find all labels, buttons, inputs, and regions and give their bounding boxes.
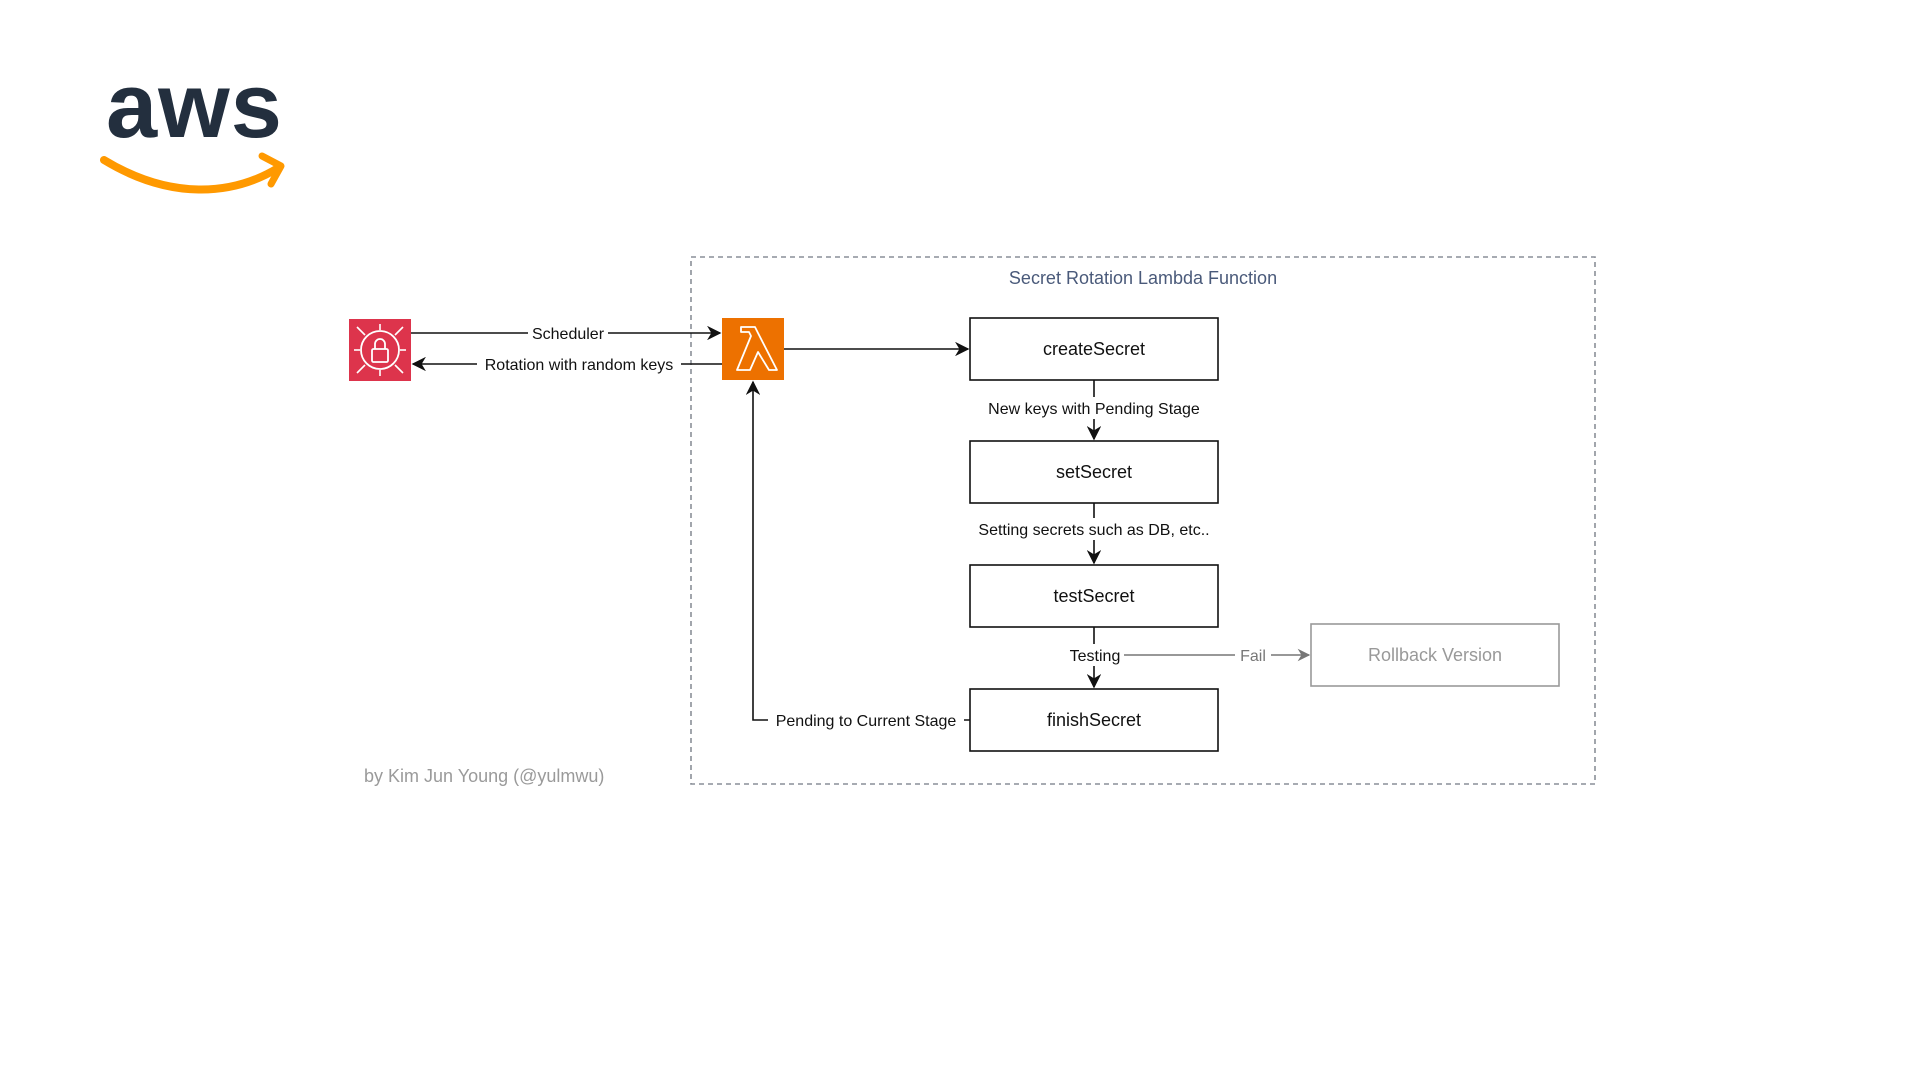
lambda-icon <box>722 318 784 380</box>
scheduler-label: Scheduler <box>532 326 605 343</box>
test-secret-label: testSecret <box>1053 586 1134 606</box>
lambda-function-container <box>690 256 1596 785</box>
aws-smile-icon <box>100 156 282 194</box>
author-credit: by Kim Jun Young (@yulmwu) <box>364 766 604 786</box>
aws-smile-arrow-icon <box>258 152 285 188</box>
finish-secret-box <box>969 688 1219 752</box>
finish-to-lambda-label-bg <box>768 710 964 730</box>
create-to-set-label: New keys with Pending Stage <box>988 401 1200 418</box>
create-to-set-label-bg <box>976 397 1212 419</box>
rollback-version-label: Rollback Version <box>1368 645 1502 665</box>
aws-logo: aws <box>100 55 285 194</box>
finish-to-lambda-arrow <box>745 380 970 721</box>
create-secret-box <box>969 317 1219 381</box>
finish-to-lambda-label: Pending to Current Stage <box>776 713 957 730</box>
container-title: Secret Rotation Lambda Function <box>1009 268 1277 288</box>
rollback-version-box <box>1310 623 1560 687</box>
set-to-test-label-bg <box>966 518 1222 540</box>
finish-secret-label: finishSecret <box>1047 710 1141 730</box>
rotation-label-bg <box>477 354 681 374</box>
create-secret-label: createSecret <box>1043 339 1145 359</box>
fail-label: Fail <box>1240 648 1266 665</box>
test-to-finish-label-bg <box>1066 644 1124 666</box>
scheduler-label-bg <box>528 323 608 343</box>
set-secret-box <box>969 440 1219 504</box>
test-to-finish-label: Testing <box>1070 648 1121 665</box>
fail-label-bg <box>1235 645 1271 665</box>
set-secret-label: setSecret <box>1056 462 1132 482</box>
secrets-manager-icon <box>349 319 411 381</box>
rotation-label: Rotation with random keys <box>485 357 674 374</box>
aws-logo-text: aws <box>106 55 283 157</box>
test-secret-box <box>969 564 1219 628</box>
set-to-test-label: Setting secrets such as DB, etc.. <box>978 522 1209 539</box>
